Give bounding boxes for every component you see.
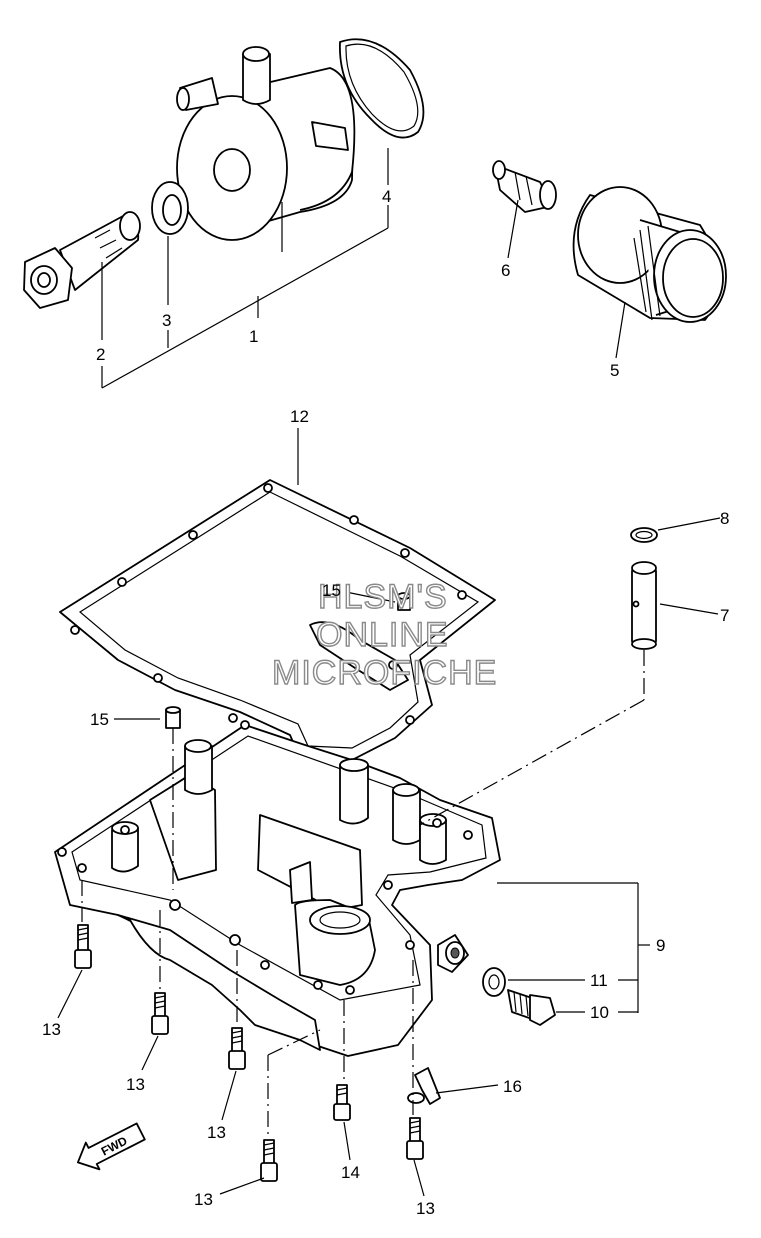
callout-4: 4 <box>382 187 391 206</box>
callouts: 1 2 3 4 5 6 7 8 9 10 11 12 13 13 13 13 1… <box>42 187 729 1218</box>
o-ring <box>339 38 425 139</box>
callout-15a: 15 <box>90 710 109 729</box>
callout-7: 7 <box>720 606 729 625</box>
callout-13a: 13 <box>42 1020 61 1039</box>
bolt-14 <box>333 1084 351 1121</box>
bolt-13-e <box>406 1117 424 1160</box>
callout-9: 9 <box>656 936 665 955</box>
callout-1: 1 <box>249 327 258 346</box>
clamp <box>407 1067 441 1105</box>
bolt-13-c <box>228 1027 246 1070</box>
fitting <box>492 160 557 213</box>
oil-pan <box>54 720 501 1057</box>
oil-filter <box>572 186 727 323</box>
callout-13c: 13 <box>207 1123 226 1142</box>
callout-3: 3 <box>162 311 171 330</box>
drain-washer <box>482 967 506 997</box>
callout-16: 16 <box>503 1077 522 1096</box>
watermark: HLSM'S ONLINE MICROFICHE <box>271 577 497 692</box>
pipe-o-ring <box>630 527 658 543</box>
dowel-pin-right <box>397 592 411 611</box>
bolt-13-d <box>260 1139 278 1182</box>
watermark-line-1: HLSM'S <box>318 578 448 616</box>
drain-bolt <box>507 989 556 1026</box>
leader-lines-lower <box>57 428 721 1197</box>
watermark-line-3: MICROFICHE <box>272 654 497 692</box>
callout-14: 14 <box>341 1163 360 1182</box>
oil-pipe <box>631 561 657 650</box>
callout-11: 11 <box>590 971 608 990</box>
bolt-13-a <box>74 924 92 969</box>
assembly-lines <box>81 650 645 1138</box>
oil-cooler <box>176 46 356 241</box>
callout-6: 6 <box>501 261 510 280</box>
callout-12: 12 <box>290 407 309 426</box>
union-bolt <box>23 211 141 309</box>
callout-2: 2 <box>96 345 105 364</box>
washer <box>151 181 189 235</box>
leader-lines-upper <box>101 148 626 389</box>
callout-8: 8 <box>720 509 729 528</box>
callout-13e: 13 <box>416 1199 435 1218</box>
watermark-line-2: ONLINE <box>316 616 449 654</box>
callout-10: 10 <box>590 1003 609 1022</box>
callout-13b: 13 <box>126 1075 145 1094</box>
bolt-13-b <box>151 992 169 1035</box>
fwd-arrow-icon: FWD <box>77 1122 146 1171</box>
dowel-pin-left <box>165 706 181 729</box>
callout-15b: 15 <box>322 581 341 600</box>
callout-13d: 13 <box>194 1190 213 1209</box>
oil-pan-gasket <box>59 479 496 771</box>
callout-5: 5 <box>610 361 619 380</box>
